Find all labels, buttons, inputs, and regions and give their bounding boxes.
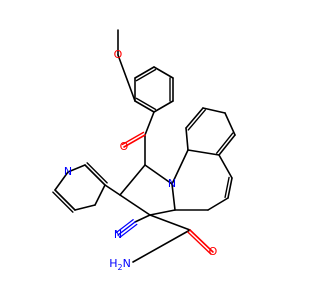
bond-C3-CN1 [134,214,151,223]
bond-C6-C5 [224,112,236,136]
bond-N3-P4 [54,171,69,191]
bond-C1-N4 [144,164,173,185]
bond-P1-P2 [86,162,108,184]
bond-N4-C8a [171,149,189,185]
bond-C4-C46 [227,177,233,199]
bond-C3a-N4 [171,183,176,211]
bond-C4-C46 [224,176,230,199]
bond-P4-P5 [54,189,76,211]
bond-P4-P5 [52,191,74,213]
ring-nitrogen-label: N [168,177,176,190]
amide-n-label: N [123,257,131,270]
bond-C5-C4a [215,132,234,154]
bond-C2-P1 [104,184,121,196]
chemical-structure: O O N N N O H2N [52,29,236,272]
amide-h-subscript: 2 [117,263,122,272]
bond-CA-OA [189,229,214,253]
bond-A1-A2 [134,66,155,79]
bond-C8-C7 [185,107,204,129]
bond-A5-A6 [134,100,155,113]
bond-A2-A3 [153,66,174,79]
bond-C7-C6 [202,107,226,114]
methoxy-oxygen-label: O [114,48,123,61]
bond-P6-P1 [94,184,106,206]
amide-h-label: H [109,257,117,270]
bond-C1-C2 [119,164,146,196]
bond-A5-A6 [135,97,157,111]
bond-CA-OA [187,231,212,255]
bond-lines [52,29,236,263]
bond-C2-C3 [119,194,151,216]
bond-CN1-NN [117,221,136,236]
bond-C3-C3a [149,209,176,216]
bond-CN1-NN [115,219,134,234]
bond-C46-C45 [207,197,229,211]
bond-CN1-NN [119,223,138,238]
bond-C4a-C8a [187,149,220,156]
bond-C4a-C4 [218,154,233,179]
bond-P1-P2 [84,164,106,186]
bond-CC-OC [123,134,146,148]
amide-nitrogen-label: H2N [109,257,131,272]
bond-A4-A5 [153,100,174,113]
pyridine-nitrogen-label: N [64,165,72,178]
bond-CC-OC [121,131,145,146]
bond-C8a-C8 [185,127,189,151]
bond-C5-C4a [218,134,236,156]
bond-P5-P6 [74,204,96,211]
nitrile-nitrogen-label: N [114,228,122,241]
bond-C3-CA [149,214,191,231]
bond-C8-C7 [187,109,206,131]
carbonyl-oxygen-label: O [120,140,129,153]
bond-A6-OM [117,54,136,102]
bond-A1-A2 [135,68,157,82]
bond-P2-N3 [67,164,86,173]
bond-A5-CC [144,111,155,136]
amide-oxygen-label: O [209,245,218,258]
bond-CA-NA [132,229,191,263]
